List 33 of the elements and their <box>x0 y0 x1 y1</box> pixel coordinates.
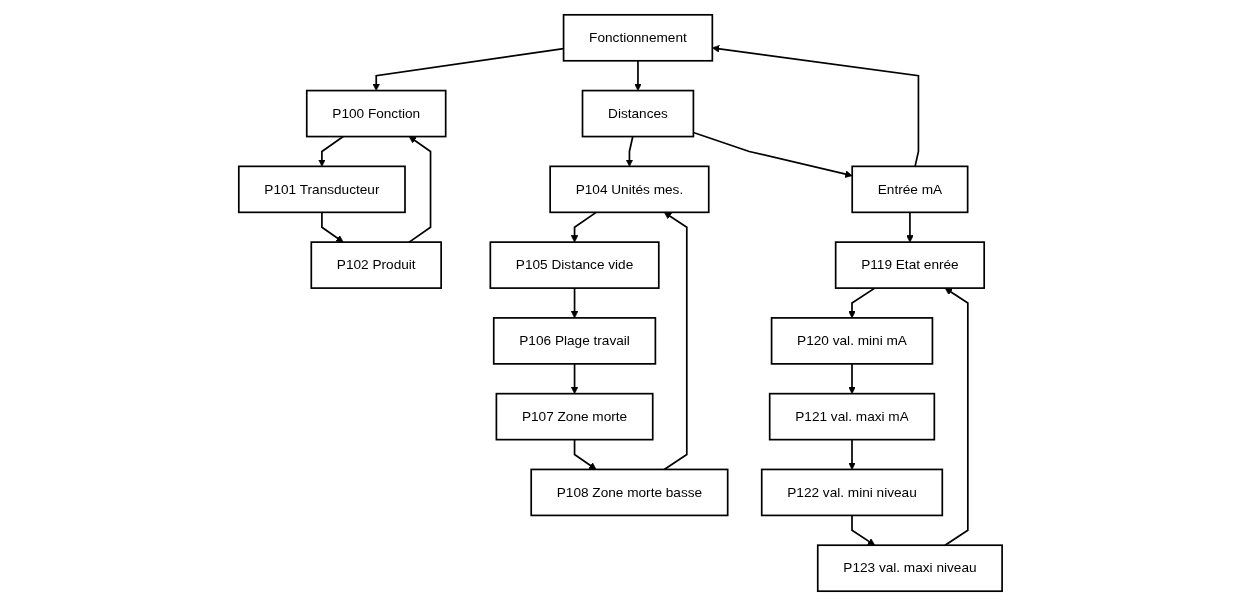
node-box: P122 val. mini niveau <box>760 468 944 516</box>
arrow <box>634 59 642 91</box>
arrow <box>570 211 598 242</box>
arrow <box>848 438 856 470</box>
arrow <box>906 211 914 242</box>
arrow <box>570 286 579 318</box>
node-box: P100 Fonction <box>305 89 447 137</box>
arrow <box>625 135 634 167</box>
node-box: Entrée mA <box>851 165 969 213</box>
arrow <box>570 362 579 394</box>
node-box: P105 Distance vide <box>489 240 660 289</box>
arrow <box>663 211 688 470</box>
arrow <box>848 362 856 394</box>
node-box: P123 val. maxi niveau <box>816 543 1003 592</box>
node-box: Fonctionnement <box>562 13 714 62</box>
node-box: P106 Plage travail <box>492 316 657 365</box>
node-box: P101 Transducteur <box>238 165 406 213</box>
arrow <box>321 211 344 242</box>
arrow <box>318 135 345 167</box>
node-box: P108 Zone morte basse <box>530 468 729 516</box>
arrow <box>573 438 597 470</box>
node-box: P121 val. maxi mA <box>768 392 936 440</box>
arrow <box>712 44 920 167</box>
node-box: P107 Zone morte <box>495 392 654 440</box>
arrow <box>848 286 876 318</box>
arrow <box>408 135 432 243</box>
arrow <box>851 514 876 546</box>
node-box: P104 Unités mes. <box>549 165 710 213</box>
node-box: P102 Produit <box>310 240 443 289</box>
node-box: Distances <box>581 89 695 137</box>
node-box: P120 val. mini mA <box>770 316 934 365</box>
node-box: P119 Etat enrée <box>834 240 986 289</box>
arrow <box>944 287 969 546</box>
